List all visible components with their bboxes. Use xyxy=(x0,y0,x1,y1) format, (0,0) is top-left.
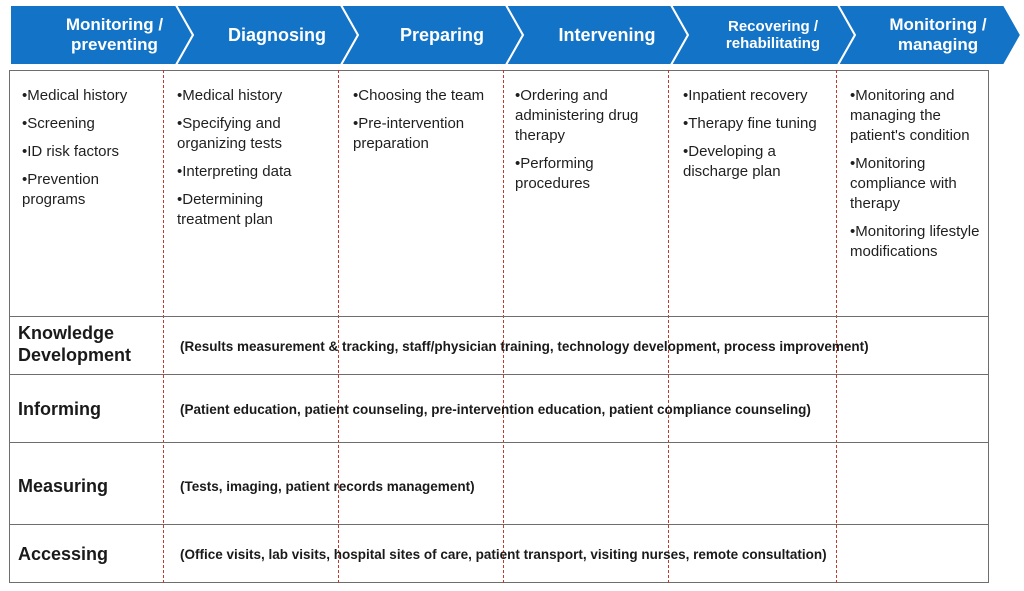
row-description-accessing: (Office visits, lab visits, hospital sit… xyxy=(180,547,827,562)
row-label-informing: Informing xyxy=(18,399,101,419)
stage-title-text: Preparing xyxy=(399,24,485,45)
list-item: Prevention programs xyxy=(22,170,157,210)
column-divider xyxy=(503,70,504,583)
row-label-accessing: Accessing xyxy=(18,544,109,564)
column-divider xyxy=(668,70,669,583)
stage-items-diagnosing: Medical history Specifying and organizin… xyxy=(177,86,329,238)
activity-grid xyxy=(9,70,989,583)
column-divider xyxy=(163,70,164,583)
list-item: Performing procedures xyxy=(515,154,665,194)
stage-items-monitoring-managing: Monitoring and managing the patient's co… xyxy=(850,86,982,270)
list-item: Medical history xyxy=(22,86,157,106)
list-item: Medical history xyxy=(177,86,329,106)
list-item: Inpatient recovery xyxy=(683,86,828,106)
column-divider xyxy=(338,70,339,583)
stage-title-text: Monitoring / managing xyxy=(889,15,987,54)
stage-items-preparing: Choosing the team Pre-intervention prepa… xyxy=(353,86,498,162)
stage-title-monitoring-preventing: Monitoring / preventing xyxy=(20,5,195,65)
stage-title-text: Intervening xyxy=(558,24,656,45)
stage-chevron xyxy=(836,4,1023,66)
stage-title-intervening: Intervening xyxy=(515,5,685,65)
stage-items-monitoring-preventing: Medical history Screening ID risk factor… xyxy=(22,86,157,218)
list-item: Interpreting data xyxy=(177,162,329,182)
stage-items-recovering-rehabilitating: Inpatient recovery Therapy fine tuning D… xyxy=(683,86,828,190)
stage-title-diagnosing: Diagnosing xyxy=(185,5,355,65)
row-description-informing: (Patient education, patient counseling, … xyxy=(180,402,811,417)
row-label-measuring: Measuring xyxy=(18,476,109,496)
row-divider xyxy=(9,316,989,317)
row-divider xyxy=(9,374,989,375)
row-label-knowledge-development: Knowledge Development xyxy=(18,323,132,365)
list-item: Monitoring compliance with therapy xyxy=(850,154,982,214)
row-divider xyxy=(9,442,989,443)
list-item: Specifying and organizing tests xyxy=(177,114,329,154)
stage-title-text: Diagnosing xyxy=(228,24,326,45)
row-description-knowledge-development: (Results measurement & tracking, staff/p… xyxy=(180,339,869,354)
column-divider xyxy=(836,70,837,583)
list-item: Determining treatment plan xyxy=(177,190,329,230)
stage-arrow-band xyxy=(9,4,1023,66)
list-item: Monitoring and managing the patient's co… xyxy=(850,86,982,146)
stage-title-recovering-rehabilitating: Recovering / rehabilitating xyxy=(680,5,852,65)
stage-title-monitoring-managing: Monitoring / managing xyxy=(848,5,1024,65)
list-item: Ordering and administering drug therapy xyxy=(515,86,665,146)
row-description-measuring: (Tests, imaging, patient records managem… xyxy=(180,479,475,494)
list-item: Monitoring lifestyle modifications xyxy=(850,222,982,262)
list-item: Therapy fine tuning xyxy=(683,114,828,134)
list-item: Pre-intervention preparation xyxy=(353,114,498,154)
list-item: Choosing the team xyxy=(353,86,498,106)
stage-items-intervening: Ordering and administering drug therapy … xyxy=(515,86,665,202)
list-item: Screening xyxy=(22,114,157,134)
stage-title-text: Monitoring / preventing xyxy=(65,15,164,54)
row-divider xyxy=(9,524,989,525)
list-item: Developing a discharge plan xyxy=(683,142,828,182)
stage-title-text: Recovering / rehabilitating xyxy=(725,17,821,52)
stage-title-preparing: Preparing xyxy=(350,5,520,65)
list-item: ID risk factors xyxy=(22,142,157,162)
